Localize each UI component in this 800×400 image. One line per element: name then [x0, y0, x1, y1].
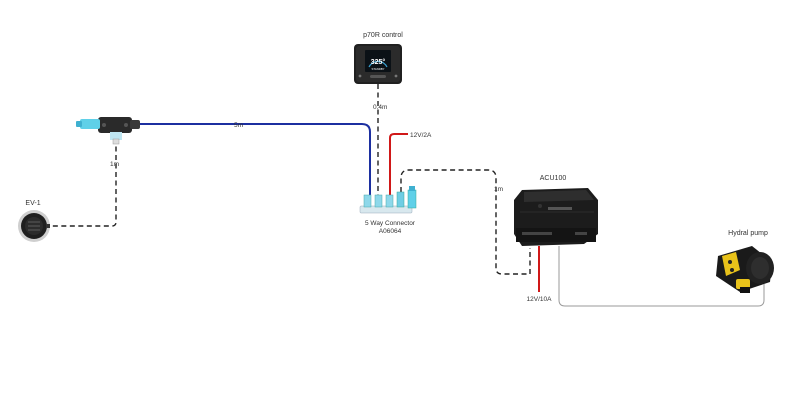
- acu100-unit-icon: [514, 188, 598, 246]
- backbone-cable-5m: [138, 123, 371, 196]
- cable-label-5m: 5m: [234, 122, 243, 129]
- p70r-mode-text: STANDBY: [371, 67, 384, 71]
- pump-label: Hydral pump: [728, 230, 768, 237]
- p70r-controller-icon: 325° STANDBY: [354, 44, 402, 84]
- connector-label-line1: 5 Way Connector: [365, 220, 416, 227]
- pump-cable: [558, 246, 765, 307]
- ev1-label: EV-1: [25, 200, 40, 207]
- cable-label-12v-2a: 12V/2A: [410, 132, 432, 139]
- cable-label-1m-acu: 1m: [494, 186, 503, 193]
- acu100-label: ACU100: [540, 175, 567, 182]
- hydraulic-pump-icon: [716, 246, 774, 293]
- ev1-sensor-icon: [18, 210, 50, 242]
- cable-label-1m-left: 1m: [110, 161, 119, 168]
- drop-cable-ev1: [48, 138, 117, 227]
- drop-cable-acu100: [400, 169, 531, 275]
- p70r-heading-value: 325°: [371, 58, 386, 66]
- cable-label-0-4m: 0.4m: [373, 104, 387, 111]
- p70r-label: p70R control: [363, 32, 403, 39]
- five-way-connector-icon: [359, 186, 417, 214]
- power-cable-12v-2a: [389, 133, 408, 196]
- cable-label-12v-10a: 12V/10A: [527, 296, 553, 303]
- connector-label-line2: A06064: [379, 228, 402, 235]
- t-piece-connector: [76, 117, 140, 145]
